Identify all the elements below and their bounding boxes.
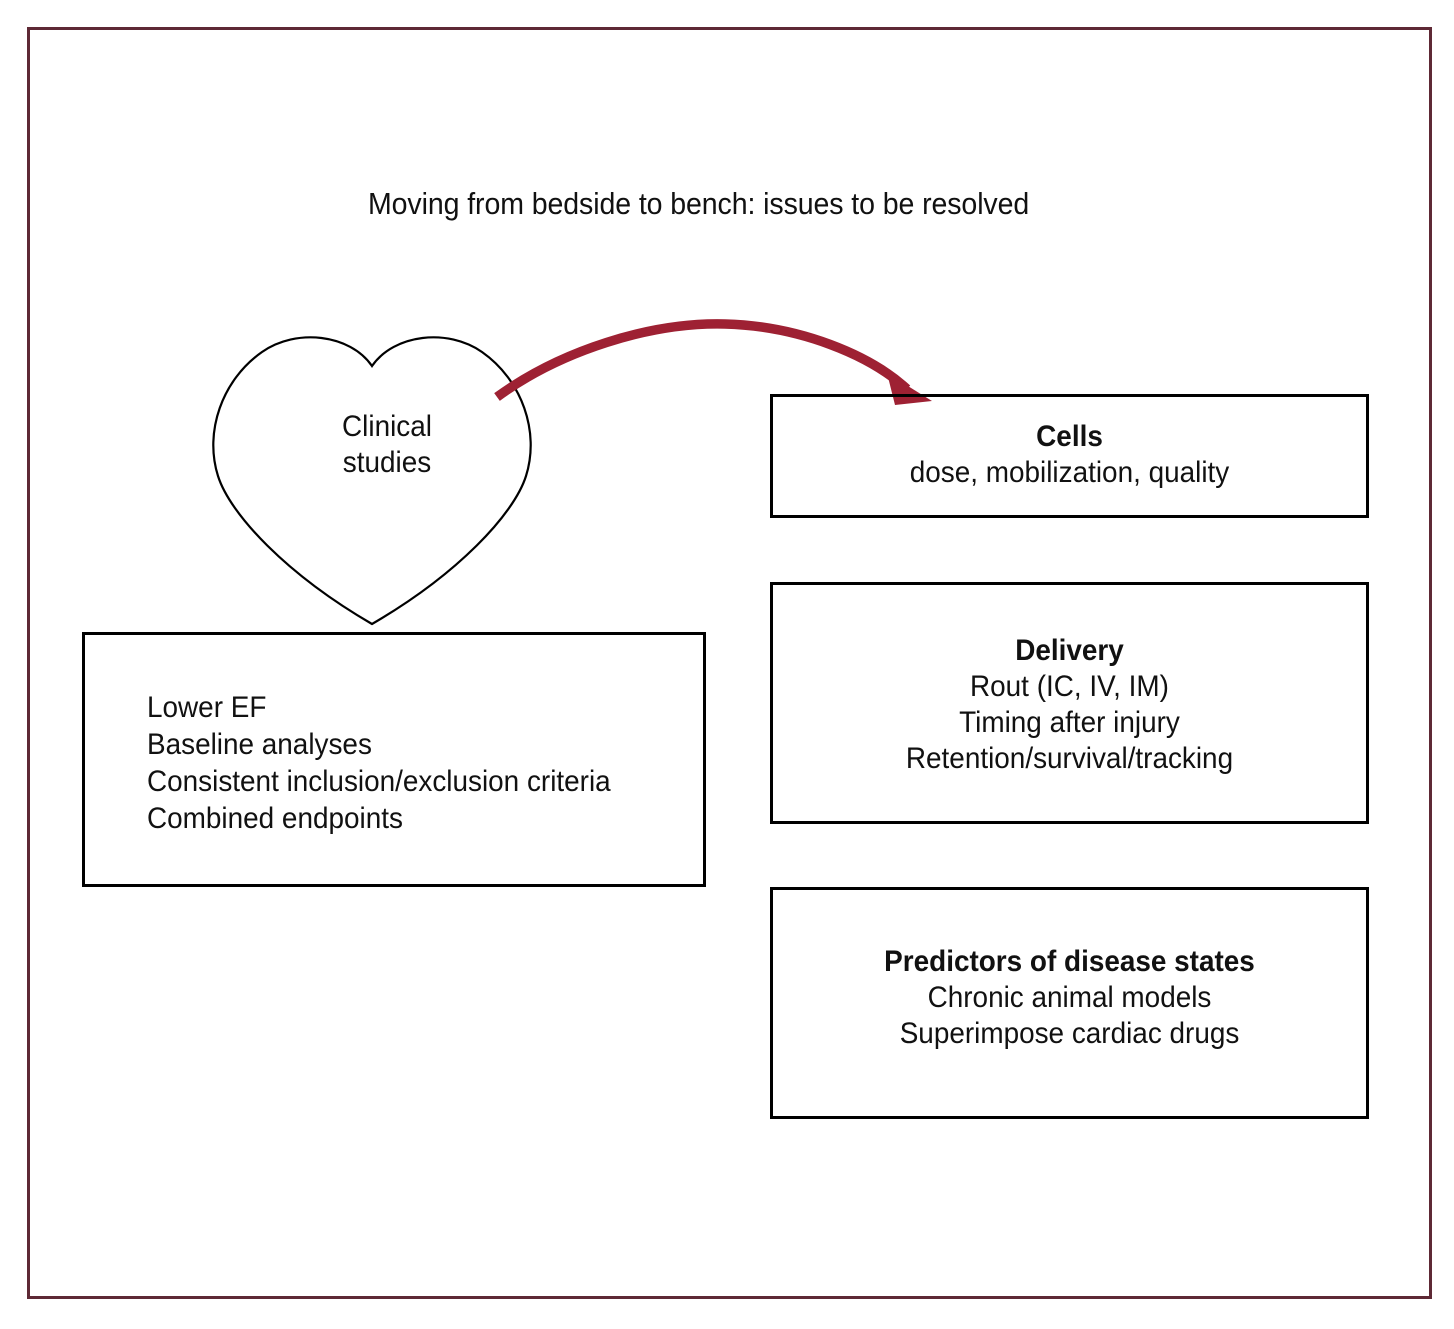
cells-box-body: Cells dose, mobilization, quality xyxy=(773,419,1366,491)
clinical-findings-box: Lower EF Baseline analyses Consistent in… xyxy=(82,632,706,887)
delivery-box-body: Delivery Rout (IC, IV, IM) Timing after … xyxy=(773,633,1366,777)
list-item: Baseline analyses xyxy=(147,728,372,761)
predictors-box: Predictors of disease states Chronic ani… xyxy=(770,887,1369,1119)
figure-border xyxy=(27,27,1432,1299)
list-item: Timing after injury xyxy=(959,706,1180,739)
list-item: Chronic animal models xyxy=(927,981,1212,1014)
delivery-box: Delivery Rout (IC, IV, IM) Timing after … xyxy=(770,582,1369,824)
cells-box: Cells dose, mobilization, quality xyxy=(770,394,1369,518)
list-item: Lower EF xyxy=(147,691,267,724)
predictors-box-body: Predictors of disease states Chronic ani… xyxy=(773,944,1366,1052)
heart-shape xyxy=(200,328,545,634)
heart-label-line-2: studies xyxy=(342,446,432,479)
list-item: Rout (IC, IV, IM) xyxy=(970,670,1169,703)
list-item: Consistent inclusion/exclusion criteria xyxy=(147,765,611,798)
heart-label: Clinical studies xyxy=(271,409,504,481)
cells-box-heading: Cells xyxy=(1036,420,1103,453)
predictors-box-heading: Predictors of disease states xyxy=(884,945,1255,978)
figure-title: Moving from bedside to bench: issues to … xyxy=(368,186,1030,221)
clinical-findings-list: Lower EF Baseline analyses Consistent in… xyxy=(85,689,703,837)
curved-arrow-icon xyxy=(470,305,950,425)
delivery-box-heading: Delivery xyxy=(1015,634,1124,667)
list-item: Combined endpoints xyxy=(147,802,403,835)
list-item: dose, mobilization, quality xyxy=(909,456,1230,489)
list-item: Superimpose cardiac drugs xyxy=(899,1017,1240,1050)
heart-label-line-1: Clinical xyxy=(342,410,432,443)
list-item: Retention/survival/tracking xyxy=(905,742,1234,775)
